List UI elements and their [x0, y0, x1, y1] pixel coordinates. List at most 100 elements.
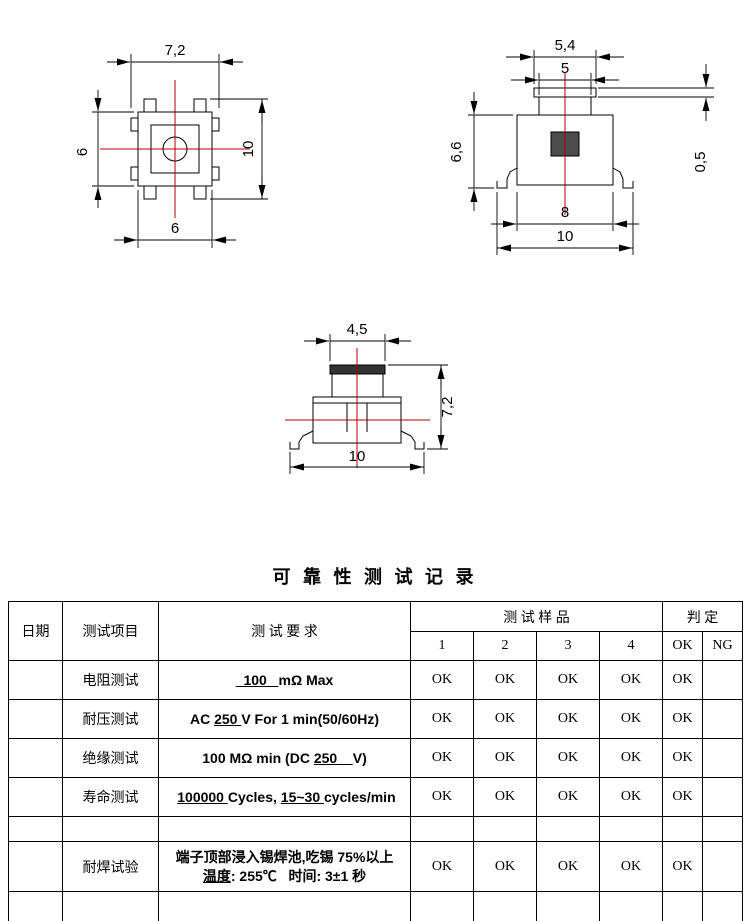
sample-result-cell — [536, 891, 600, 921]
dim-body-width-label: 8 — [561, 204, 569, 221]
dim-foot-span-label: 10 — [349, 448, 366, 465]
header-test-requirement: 测 试 要 求 — [158, 601, 411, 661]
test-requirement-cell: 端子顶部浸入锡焊池,吃锡 75%以上温度: 255℃ 时间: 3±1 秒 — [158, 841, 411, 892]
top-view-drawing: 7,2 6 10 6 — [74, 42, 268, 248]
judgement-ng-cell — [702, 841, 743, 892]
test-item-cell: 寿命测试 — [62, 777, 159, 817]
dim-left-height-label: 6 — [74, 148, 91, 156]
test-item-cell: 电阻测试 — [62, 660, 159, 700]
sample-result-cell — [410, 891, 474, 921]
judgement-ok-cell: OK — [662, 738, 703, 778]
sample-result-cell: OK — [599, 699, 663, 739]
reliability-test-table: 日期 测试项目 测 试 要 求 测 试 样 品 判 定 1 2 3 4 OK N… — [8, 601, 743, 921]
header-judgement: 判 定 — [662, 601, 743, 632]
table-row — [8, 816, 743, 842]
judgement-ok-cell — [662, 891, 703, 921]
front-view-drawing: 4,5 7,2 10 — [285, 321, 456, 474]
test-requirement-cell: AC 250 V For 1 min(50/60Hz) — [158, 699, 411, 739]
dim-lead-span-label: 10 — [557, 228, 574, 245]
top-view-center-lines — [100, 80, 250, 218]
right-foot — [400, 430, 425, 450]
sample-result-cell: OK — [536, 841, 600, 892]
sample-result-cell: OK — [536, 738, 600, 778]
judgement-ok-cell: OK — [662, 841, 703, 892]
side-view-dimension-lines — [468, 50, 714, 255]
judgement-ng-cell — [702, 891, 743, 921]
judgement-ok-cell — [662, 816, 703, 842]
sample-result-cell — [410, 816, 474, 842]
table-row: 耐焊试验 端子顶部浸入锡焊池,吃锡 75%以上温度: 255℃ 时间: 3±1 … — [8, 841, 743, 892]
test-requirement-cell — [158, 891, 411, 921]
sample-result-cell — [599, 816, 663, 842]
date-cell — [8, 777, 63, 817]
dim-body-height-label: 6,6 — [448, 142, 465, 163]
judgement-ng-cell — [702, 777, 743, 817]
test-item-cell — [62, 816, 159, 842]
sample-result-cell: OK — [599, 738, 663, 778]
sample-result-cell: OK — [473, 699, 537, 739]
dim-top-width-label: 7,2 — [165, 42, 186, 59]
sample-result-cell — [473, 816, 537, 842]
judgement-ng-cell — [702, 699, 743, 739]
sample-result-cell — [536, 816, 600, 842]
sample-result-cell: OK — [473, 777, 537, 817]
header-test-item: 测试项目 — [62, 601, 159, 661]
sample-result-cell — [473, 891, 537, 921]
top-view-dimension-lines — [92, 54, 268, 248]
test-item-cell: 耐焊试验 — [62, 841, 159, 892]
date-cell — [8, 891, 63, 921]
table-row: 绝缘测试 100 MΩ min (DC 250 V) OK OK OK OK O… — [8, 738, 743, 778]
sample-result-cell: OK — [599, 841, 663, 892]
sample-result-cell: OK — [410, 660, 474, 700]
header-ok: OK — [662, 631, 703, 661]
date-cell — [8, 699, 63, 739]
judgement-ok-cell: OK — [662, 699, 703, 739]
dim-bottom-width-label: 6 — [171, 220, 179, 237]
sample-result-cell: OK — [410, 777, 474, 817]
table-row — [8, 891, 743, 921]
test-requirement-cell: 100 mΩ Max — [158, 660, 411, 700]
side-view-drawing: 5,4 5 6,6 0,5 8 10 — [448, 37, 714, 255]
sample-result-cell: OK — [599, 660, 663, 700]
sample-result-cell: OK — [473, 841, 537, 892]
table-row: 耐压测试 AC 250 V For 1 min(50/60Hz) OK OK O… — [8, 699, 743, 739]
date-cell — [8, 738, 63, 778]
technical-drawings: 7,2 6 10 6 — [74, 37, 714, 474]
sample-result-cell: OK — [536, 777, 600, 817]
date-cell — [8, 816, 63, 842]
date-cell — [8, 660, 63, 700]
header-sample-4: 4 — [599, 631, 663, 661]
dim-overall-height-label: 7,2 — [439, 397, 456, 418]
test-requirement-cell: 100000 Cycles, 15~30 cycles/min — [158, 777, 411, 817]
test-item-cell: 耐压测试 — [62, 699, 159, 739]
judgement-ng-cell — [702, 660, 743, 700]
table-title: 可 靠 性 测 试 记 录 — [272, 567, 478, 587]
test-item-cell: 绝缘测试 — [62, 738, 159, 778]
header-date: 日期 — [8, 601, 63, 661]
left-lead — [496, 167, 518, 189]
judgement-ok-cell: OK — [662, 660, 703, 700]
judgement-ng-cell — [702, 738, 743, 778]
test-requirement-cell: 100 MΩ min (DC 250 V) — [158, 738, 411, 778]
test-requirement-cell — [158, 816, 411, 842]
header-sample-3: 3 — [536, 631, 600, 661]
header-test-samples: 测 试 样 品 — [410, 601, 663, 632]
right-lead — [612, 167, 634, 189]
dim-cap-thickness-label: 0,5 — [692, 152, 709, 173]
front-view-dimension-lines — [289, 334, 448, 474]
header-sample-2: 2 — [473, 631, 537, 661]
dim-cap-width-label: 5,4 — [555, 37, 576, 54]
table-row: 寿命测试 100000 Cycles, 15~30 cycles/min OK … — [8, 777, 743, 817]
date-cell — [8, 841, 63, 892]
sample-result-cell: OK — [473, 738, 537, 778]
header-ng: NG — [702, 631, 743, 661]
sample-result-cell: OK — [410, 699, 474, 739]
sample-result-cell: OK — [599, 777, 663, 817]
sample-result-cell: OK — [410, 841, 474, 892]
header-sample-1: 1 — [410, 631, 474, 661]
front-view-center-lines — [285, 348, 430, 468]
dim-right-height-label: 10 — [240, 141, 257, 158]
sample-result-cell: OK — [536, 660, 600, 700]
sample-result-cell: OK — [536, 699, 600, 739]
sample-result-cell: OK — [410, 738, 474, 778]
